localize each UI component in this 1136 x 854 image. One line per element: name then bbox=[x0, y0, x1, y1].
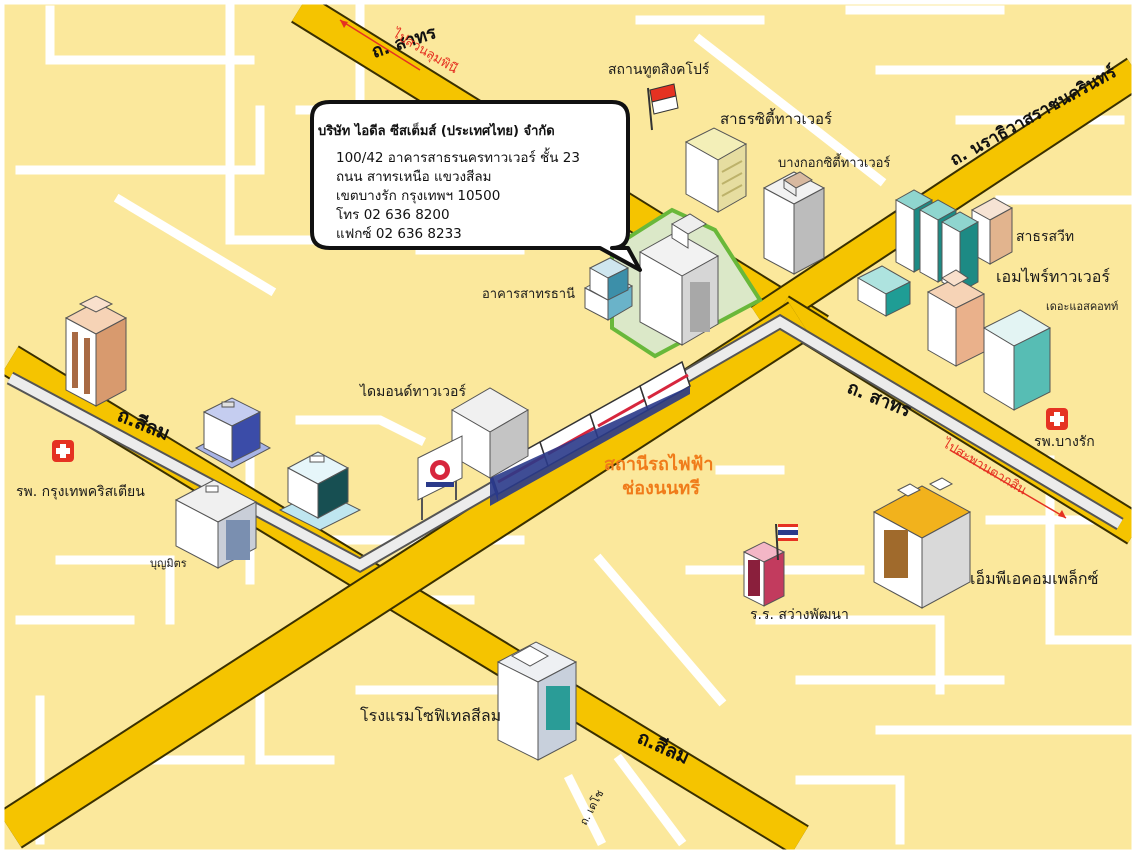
place-label-mp-complex: เอ็มพีเอคอมเพล็กซ์ bbox=[970, 568, 1099, 588]
place-label-bangrak-hospital: รพ.บางรัก bbox=[1034, 434, 1095, 450]
station-label-line2: ช่องนนทรี bbox=[622, 478, 700, 499]
address-callout bbox=[310, 100, 642, 272]
sathorn-nakorn-tower-building bbox=[610, 207, 763, 359]
diamond-tower-building bbox=[451, 387, 529, 479]
station-billboard bbox=[417, 435, 463, 520]
skytrain bbox=[489, 360, 691, 506]
sathorn-city-tower-building bbox=[684, 127, 748, 213]
place-label-diamond-tower: ไดมอนด์ทาวเวอร์ bbox=[359, 383, 466, 400]
the-ascott-building bbox=[982, 309, 1052, 411]
thai-flag-icon bbox=[775, 523, 798, 561]
sathorn-thani-building bbox=[583, 257, 634, 321]
place-label-boonmitr: บุญมิตร bbox=[150, 557, 187, 570]
address-line: ถนน สาทรเหนือ แขวงสีลม bbox=[336, 169, 492, 185]
station-label-line1: สถานีรถไฟฟ้า bbox=[604, 453, 714, 475]
singapore-flag-icon bbox=[647, 83, 679, 131]
place-label-christian-hospital: รพ. กรุงเทพคริสเตียน bbox=[16, 484, 145, 500]
address-block: บริษัท ไอดีล ซีสเต็มส์ (ประเทศไทย) จำกัด… bbox=[318, 120, 618, 244]
brown-tower-building bbox=[64, 295, 128, 407]
address-lines: 100/42 อาคารสาธรนครทาวเวอร์ ชั้น 23 ถนน … bbox=[318, 149, 618, 244]
address-line: 100/42 อาคารสาธรนครทาวเวอร์ ชั้น 23 bbox=[336, 150, 580, 166]
bangkok-city-tower-building bbox=[762, 171, 826, 275]
sawang-school-building bbox=[742, 541, 786, 607]
company-name: บริษัท ไอดีล ซีสเต็มส์ (ประเทศไทย) จำกัด bbox=[318, 124, 555, 139]
place-label-the-ascott: เดอะแอสคอทท์ bbox=[1046, 300, 1118, 313]
address-line: เขตบางรัก กรุงเทพฯ 10500 bbox=[336, 188, 501, 204]
place-label-empire-tower: เอมไพร์ทาวเวอร์ bbox=[996, 267, 1110, 286]
empire-tower-building bbox=[856, 189, 980, 317]
place-label-sathorn-thani: อาคารสาทรธานี bbox=[482, 286, 575, 302]
mpa-complex-building bbox=[872, 477, 972, 609]
boonmitr-building bbox=[174, 479, 258, 569]
narathiwat-road bbox=[750, 57, 1136, 335]
teal-low-building bbox=[278, 451, 362, 531]
place-label-sofitel: โรงแรมโซฟิเทลสีลม bbox=[360, 706, 501, 725]
arrow-to-lumpini-icon bbox=[339, 19, 421, 71]
fax-line: แฟกซ์ 02 636 8233 bbox=[336, 226, 462, 242]
place-label-singapore-embassy: สถานทูตสิงคโปร์ bbox=[608, 61, 710, 78]
place-label-sathorn-city-tower: สาธรซิตี้ทาวเวอร์ bbox=[720, 108, 832, 128]
blue-tower-building bbox=[194, 397, 272, 469]
place-label-sathorn-suites: สาธรสวีท bbox=[1016, 229, 1074, 245]
phone-line: โทร 02 636 8200 bbox=[336, 207, 450, 223]
place-label-sawang-school: ร.ร. สว่างพัฒนา bbox=[750, 607, 849, 623]
sofitel-building bbox=[496, 641, 578, 761]
place-label-bangkok-city-tower: บางกอกซิตี้ทาวเวอร์ bbox=[778, 153, 890, 171]
hospital-icon bbox=[52, 440, 74, 462]
hospital-icon bbox=[1046, 408, 1068, 430]
arrow-to-taksin-icon bbox=[949, 449, 1067, 519]
peach-tower-building bbox=[926, 269, 986, 367]
